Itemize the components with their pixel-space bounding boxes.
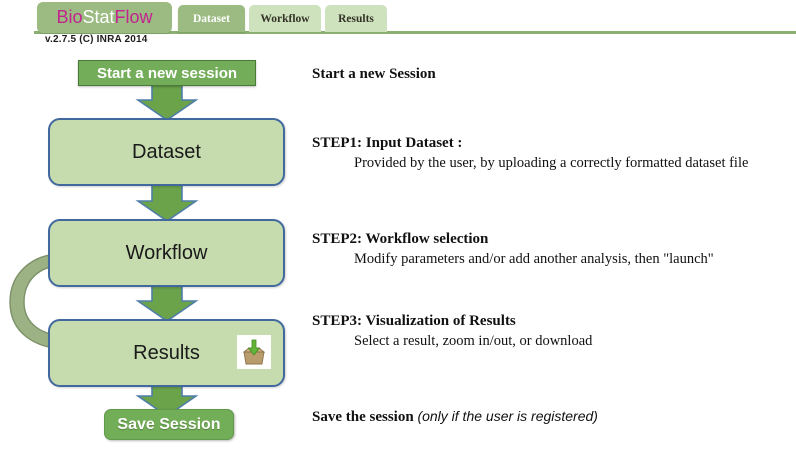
tab-workflow[interactable]: Workflow xyxy=(249,5,321,32)
desc-step1-text: Provided by the user, by uploading a cor… xyxy=(354,155,749,171)
flow-box-workflow-label: Workflow xyxy=(125,241,208,264)
desc-step3-text: Select a result, zoom in/out, or downloa… xyxy=(354,333,593,349)
app-header: BioStatFlow Dataset Workflow Results xyxy=(0,0,796,36)
arrow-dataset-to-workflow xyxy=(135,183,199,222)
logo-part-stat: Stat xyxy=(82,7,115,27)
start-new-session-button[interactable]: Start a new session xyxy=(78,60,256,86)
flow-box-results-label: Results xyxy=(133,341,200,364)
save-session-button[interactable]: Save Session xyxy=(104,409,234,440)
desc-block-save: Save the session (only if the user is re… xyxy=(312,408,796,426)
desc-block-step3: STEP3: Visualization of Results Select a… xyxy=(312,313,796,350)
tab-results[interactable]: Results xyxy=(325,5,387,32)
desc-block-step1: STEP1: Input Dataset : Provided by the u… xyxy=(312,135,796,172)
desc-step2-text: Modify parameters and/or add another ana… xyxy=(354,251,714,267)
logo-part-flow: Flow xyxy=(114,7,153,27)
desc-step3-heading: STEP3: Visualization of Results xyxy=(312,313,516,329)
desc-save-note: (only if the user is registered) xyxy=(417,408,598,424)
desc-save-heading: Save the session xyxy=(312,409,414,425)
flow-box-dataset-label: Dataset xyxy=(132,140,201,163)
desc-save-heading-wrapper: Save the session (only if the user is re… xyxy=(312,408,796,426)
description-column: Start a new Session STEP1: Input Dataset… xyxy=(312,0,796,451)
desc-block-step2: STEP2: Workflow selection Modify paramet… xyxy=(312,231,796,268)
app-logo-text: BioStatFlow xyxy=(56,7,152,28)
flow-box-workflow[interactable]: Workflow xyxy=(48,219,285,287)
desc-step2-heading: STEP2: Workflow selection xyxy=(312,231,489,247)
version-label: v.2.7.5 (C) INRA 2014 xyxy=(45,34,148,45)
arrow-workflow-to-results xyxy=(135,283,199,322)
app-logo: BioStatFlow xyxy=(37,2,172,33)
download-box-icon[interactable] xyxy=(237,335,271,369)
desc-step1-heading: STEP1: Input Dataset : xyxy=(312,135,463,151)
header-divider-rule xyxy=(34,31,796,34)
workflow-diagram: Start a new session Dataset Workflow Res… xyxy=(0,44,300,451)
logo-part-bio: Bio xyxy=(56,7,83,27)
arrow-start-to-dataset xyxy=(135,83,199,121)
flow-box-results[interactable]: Results xyxy=(48,319,285,387)
desc-start-heading: Start a new Session xyxy=(312,66,436,82)
flow-box-dataset[interactable]: Dataset xyxy=(48,118,285,186)
tab-dataset[interactable]: Dataset xyxy=(178,5,245,32)
desc-block-start: Start a new Session xyxy=(312,66,796,83)
